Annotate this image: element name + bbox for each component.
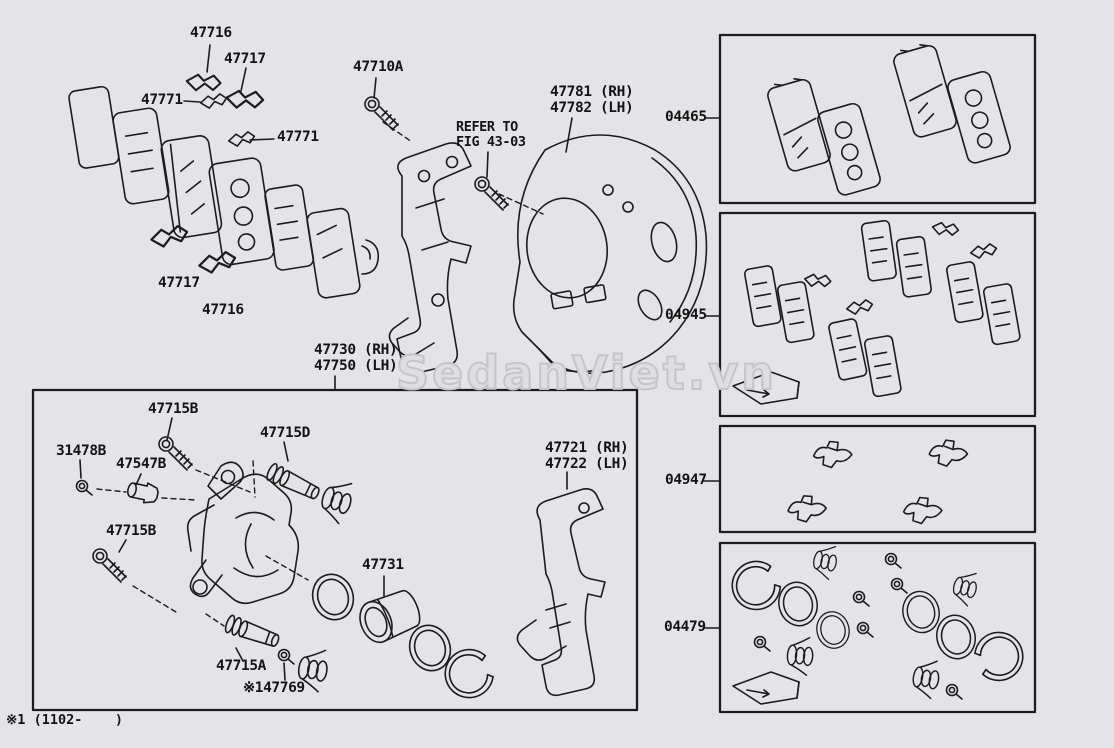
leader-lines-top	[183, 44, 573, 215]
bleeder-47547b-drawing	[127, 482, 159, 504]
kit-04479-contents	[726, 542, 1028, 705]
label-47710a: 47710A	[353, 59, 403, 75]
label-kit-04945: 04945	[665, 307, 707, 323]
kit-box-04465	[718, 33, 1037, 205]
label-47716-top: 47716	[190, 25, 232, 41]
label-kit-04479: 04479	[664, 619, 706, 635]
label-47771-right: 47771	[277, 129, 319, 145]
caliper-drawing	[186, 461, 300, 605]
kit-leader-lines	[702, 117, 720, 629]
boot-upper-drawing	[315, 475, 358, 526]
piston-47731-drawing	[359, 589, 421, 644]
pin-47715d-drawing	[264, 461, 323, 504]
label-47717-bottom: 47717	[158, 275, 200, 291]
footnote-text: ※1 (1102- )	[6, 712, 123, 728]
caliper-assembly-box	[31, 388, 639, 712]
pad-shim-stack-drawing	[68, 85, 380, 299]
kit-box-04945	[718, 211, 1037, 418]
label-31478b: 31478B	[56, 443, 106, 459]
cap-147769-drawing	[277, 648, 295, 665]
kit-04465-contents	[764, 40, 1013, 198]
label-47715d: 47715D	[260, 425, 310, 441]
label-refer-fig: REFER TO FIG 43-03	[456, 119, 526, 150]
kit-box-04947	[718, 424, 1037, 534]
label-47717-top: 47717	[224, 51, 266, 67]
label-47715a: 47715A	[216, 658, 266, 674]
label-47781-47782: 47781 (RH) 47782 (LH)	[550, 84, 634, 116]
hub-bolt-drawing	[474, 176, 509, 211]
label-47730-47750: 47730 (RH) 47750 (LH)	[314, 342, 398, 374]
kit-04947-contents	[785, 437, 970, 527]
kit-box-04479	[718, 541, 1037, 714]
screw-31478b-drawing	[75, 479, 93, 496]
label-47715b-lower: 47715B	[106, 523, 156, 539]
kit-04945-contents	[732, 219, 1022, 405]
torque-plate-drawing	[388, 142, 472, 375]
label-47771-left: 47771	[141, 92, 183, 108]
pin-47715a-drawing	[222, 613, 282, 651]
label-47731: 47731	[362, 557, 404, 573]
label-47715b-upper: 47715B	[148, 401, 198, 417]
label-kit-04465: 04465	[665, 109, 707, 125]
label-kit-04947: 04947	[665, 472, 707, 488]
label-147769: ※147769	[243, 680, 305, 696]
piston-seal-drawing	[305, 567, 361, 627]
dust-shield-drawing	[512, 134, 708, 375]
caliper-bolt-47710a-drawing	[364, 96, 399, 131]
label-47547b: 47547B	[116, 456, 166, 472]
label-47721-47722: 47721 (RH) 47722 (LH)	[545, 440, 629, 472]
leader-lines-box	[79, 417, 568, 681]
label-47716-bottom: 47716	[202, 302, 244, 318]
mount-bracket-drawing	[516, 488, 606, 697]
bolt-47715b-lower-drawing	[92, 548, 127, 583]
